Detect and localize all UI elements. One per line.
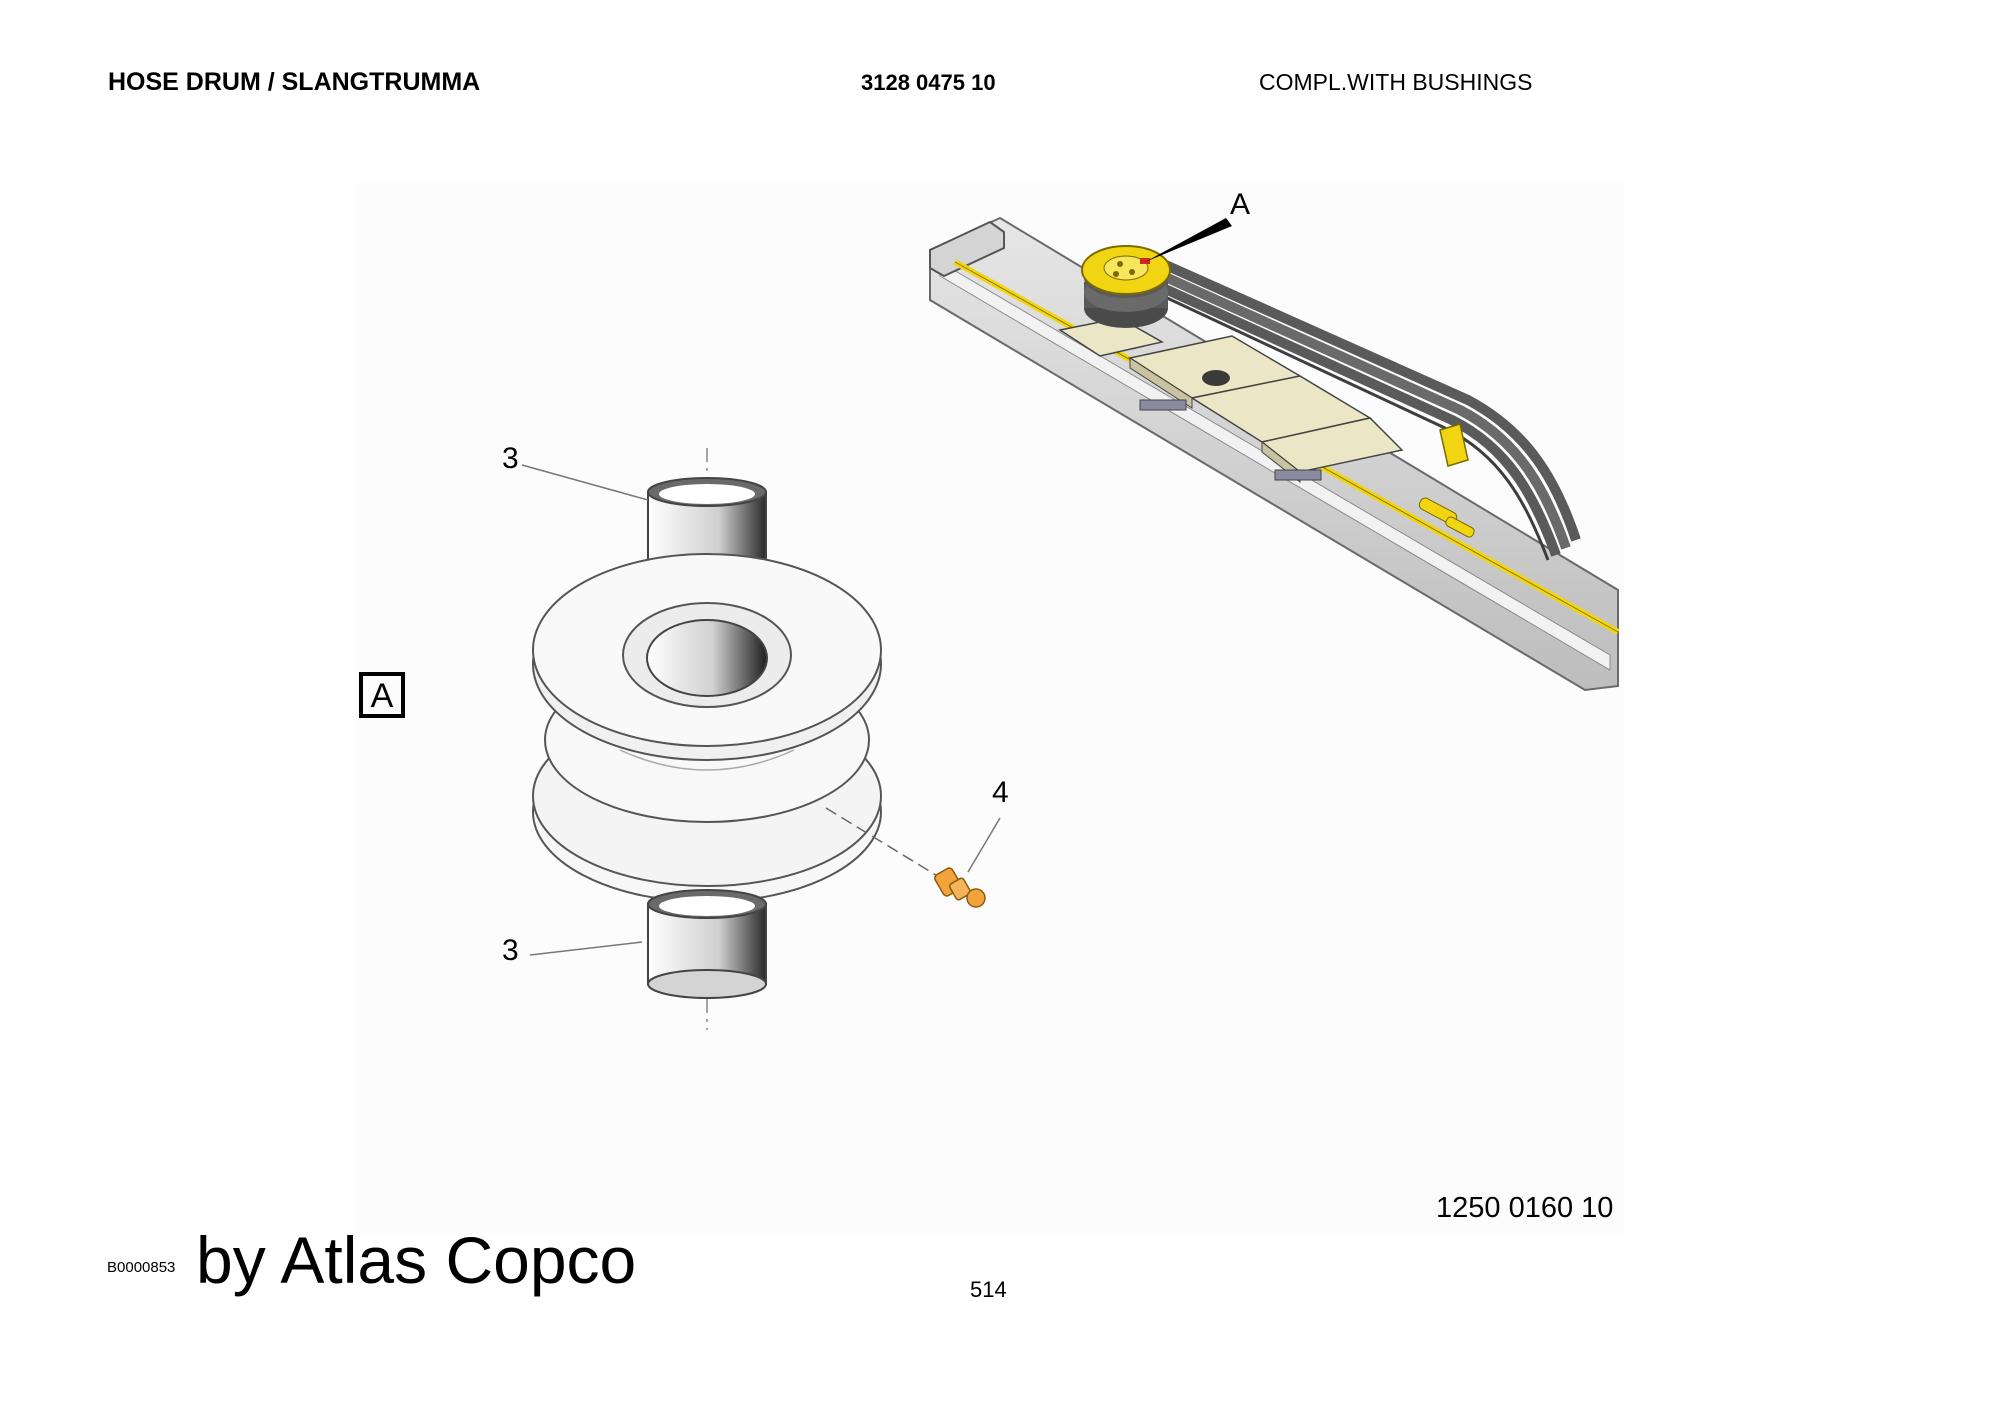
- grease-nipple: [934, 867, 986, 908]
- callout-leader: [521, 464, 649, 501]
- lower-bushing: [647, 889, 767, 999]
- rail-assembly: [929, 216, 1620, 692]
- drawing-number: 1250 0160 10: [1436, 1192, 1614, 1224]
- page-title: HOSE DRUM / SLANGTRUMMA: [108, 68, 481, 96]
- view-label: A: [1230, 188, 1251, 221]
- part-number: 3128 0475 10: [861, 70, 996, 95]
- callout-4: 4: [992, 776, 1009, 809]
- page-number: 514: [970, 1277, 1007, 1302]
- image-code: B0000853: [107, 1259, 176, 1276]
- exploded-hose-drum: [521, 448, 1001, 1030]
- part-description: COMPL.WITH BUSHINGS: [1259, 69, 1533, 95]
- callout-3-lower: 3: [502, 934, 519, 967]
- detail-box-label: A: [359, 672, 405, 718]
- callout-3-upper: 3: [502, 442, 519, 475]
- callout-leader: [529, 941, 643, 956]
- brand-watermark: by Atlas Copco: [196, 1223, 637, 1297]
- callout-leader: [967, 817, 1001, 873]
